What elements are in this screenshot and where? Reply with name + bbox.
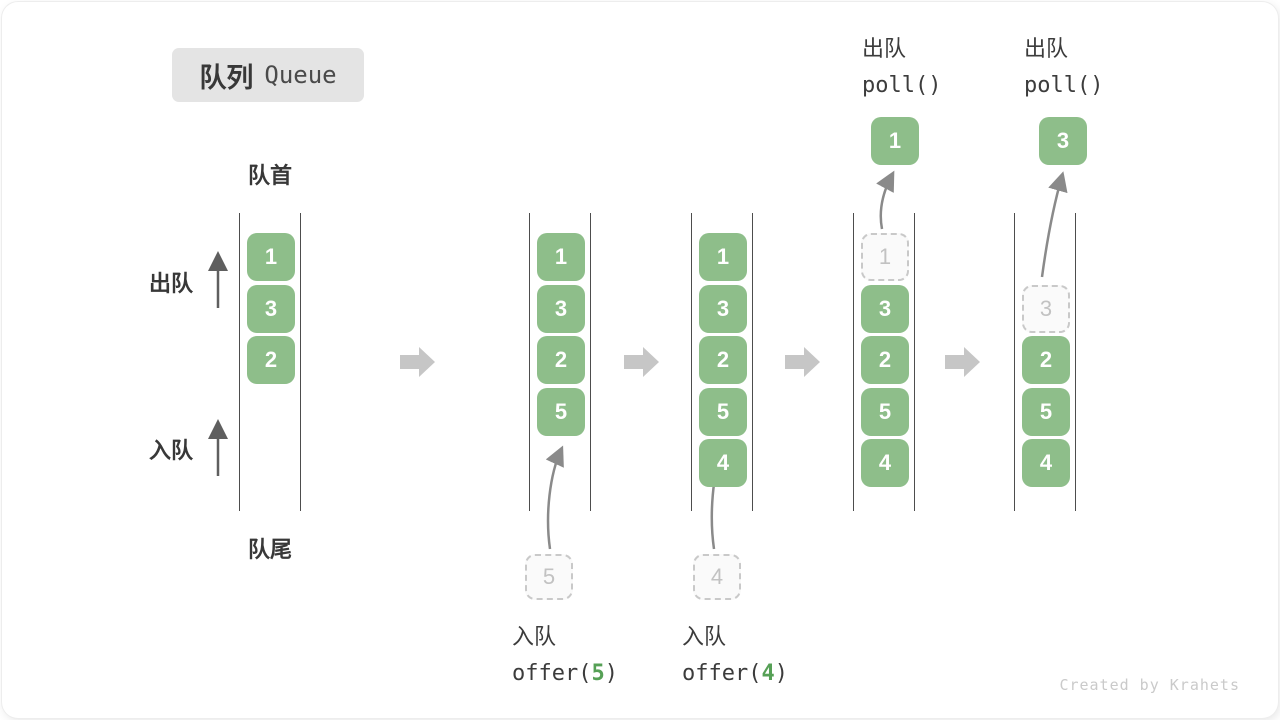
- queue-cell: 4: [861, 439, 909, 487]
- queue-cell: 3: [247, 284, 295, 333]
- poll-operation-label: 出队 poll(): [1024, 30, 1103, 104]
- queue-cell: 2: [699, 336, 747, 384]
- op-code-text: poll(): [1024, 73, 1104, 98]
- queue-cell: 5: [1022, 387, 1070, 436]
- op-action-text: 入队: [512, 624, 557, 649]
- incoming-value-cell: 4: [693, 554, 741, 600]
- queue-cell: 3: [861, 284, 909, 333]
- queue-cell: 5: [699, 387, 747, 436]
- queue-cell: 2: [1022, 336, 1070, 384]
- title-box: 队列 Queue: [172, 48, 364, 102]
- queue-cell: 3: [537, 284, 585, 333]
- queue-front-label: 队首: [247, 163, 292, 188]
- queue-state-1: 1 3 2: [239, 213, 301, 511]
- op-action-text: 出队: [1024, 36, 1069, 61]
- queue-state-3: 1 3 2 5 4: [691, 213, 753, 511]
- queue-cell: 2: [861, 336, 909, 384]
- queue-cell: 2: [247, 336, 295, 384]
- step-block-arrow-icon: [785, 347, 820, 377]
- step-block-arrow-icon: [624, 347, 659, 377]
- removed-ghost-cell: 3: [1022, 284, 1070, 333]
- queue-state-4: 1 3 2 5 4: [853, 213, 915, 511]
- queue-cell: 4: [699, 439, 747, 487]
- enqueue-side-label: 入队: [149, 438, 194, 463]
- dequeue-side-label: 出队: [149, 271, 194, 296]
- removed-ghost-cell: 1: [861, 233, 909, 281]
- queue-cell: 5: [537, 387, 585, 436]
- queue-cell: 3: [699, 284, 747, 333]
- op-code-text: offer(5): [512, 661, 618, 686]
- queue-cell: 1: [699, 233, 747, 281]
- dequeued-value-cell: 3: [1039, 117, 1087, 165]
- step-block-arrow-icon: [400, 347, 435, 377]
- queue-state-5: 3 2 5 4: [1014, 213, 1076, 511]
- step-block-arrow-icon: [945, 347, 980, 377]
- queue-cell: 5: [861, 387, 909, 436]
- offer-operation-label: 入队 offer(5): [512, 618, 618, 692]
- op-code-text: offer(4): [682, 661, 788, 686]
- dequeued-value-cell: 1: [871, 117, 919, 165]
- title-zh: 队列: [199, 62, 254, 93]
- watermark: Created by Krahets: [1059, 676, 1240, 694]
- queue-rear-label: 队尾: [247, 537, 292, 562]
- op-arg-text: 4: [761, 661, 775, 686]
- offer-operation-label: 入队 offer(4): [682, 618, 788, 692]
- queue-state-2: 1 3 2 5: [529, 213, 591, 511]
- op-action-text: 出队: [862, 36, 907, 61]
- queue-cell: 4: [1022, 439, 1070, 487]
- queue-cell: 2: [537, 336, 585, 384]
- op-arg-text: 5: [591, 661, 605, 686]
- poll-operation-label: 出队 poll(): [862, 30, 941, 104]
- queue-cell: 1: [537, 233, 585, 281]
- incoming-value-cell: 5: [525, 554, 573, 600]
- op-action-text: 入队: [682, 624, 727, 649]
- title-en: Queue: [264, 61, 337, 89]
- queue-cell: 1: [247, 233, 295, 281]
- op-code-text: poll(): [862, 73, 942, 98]
